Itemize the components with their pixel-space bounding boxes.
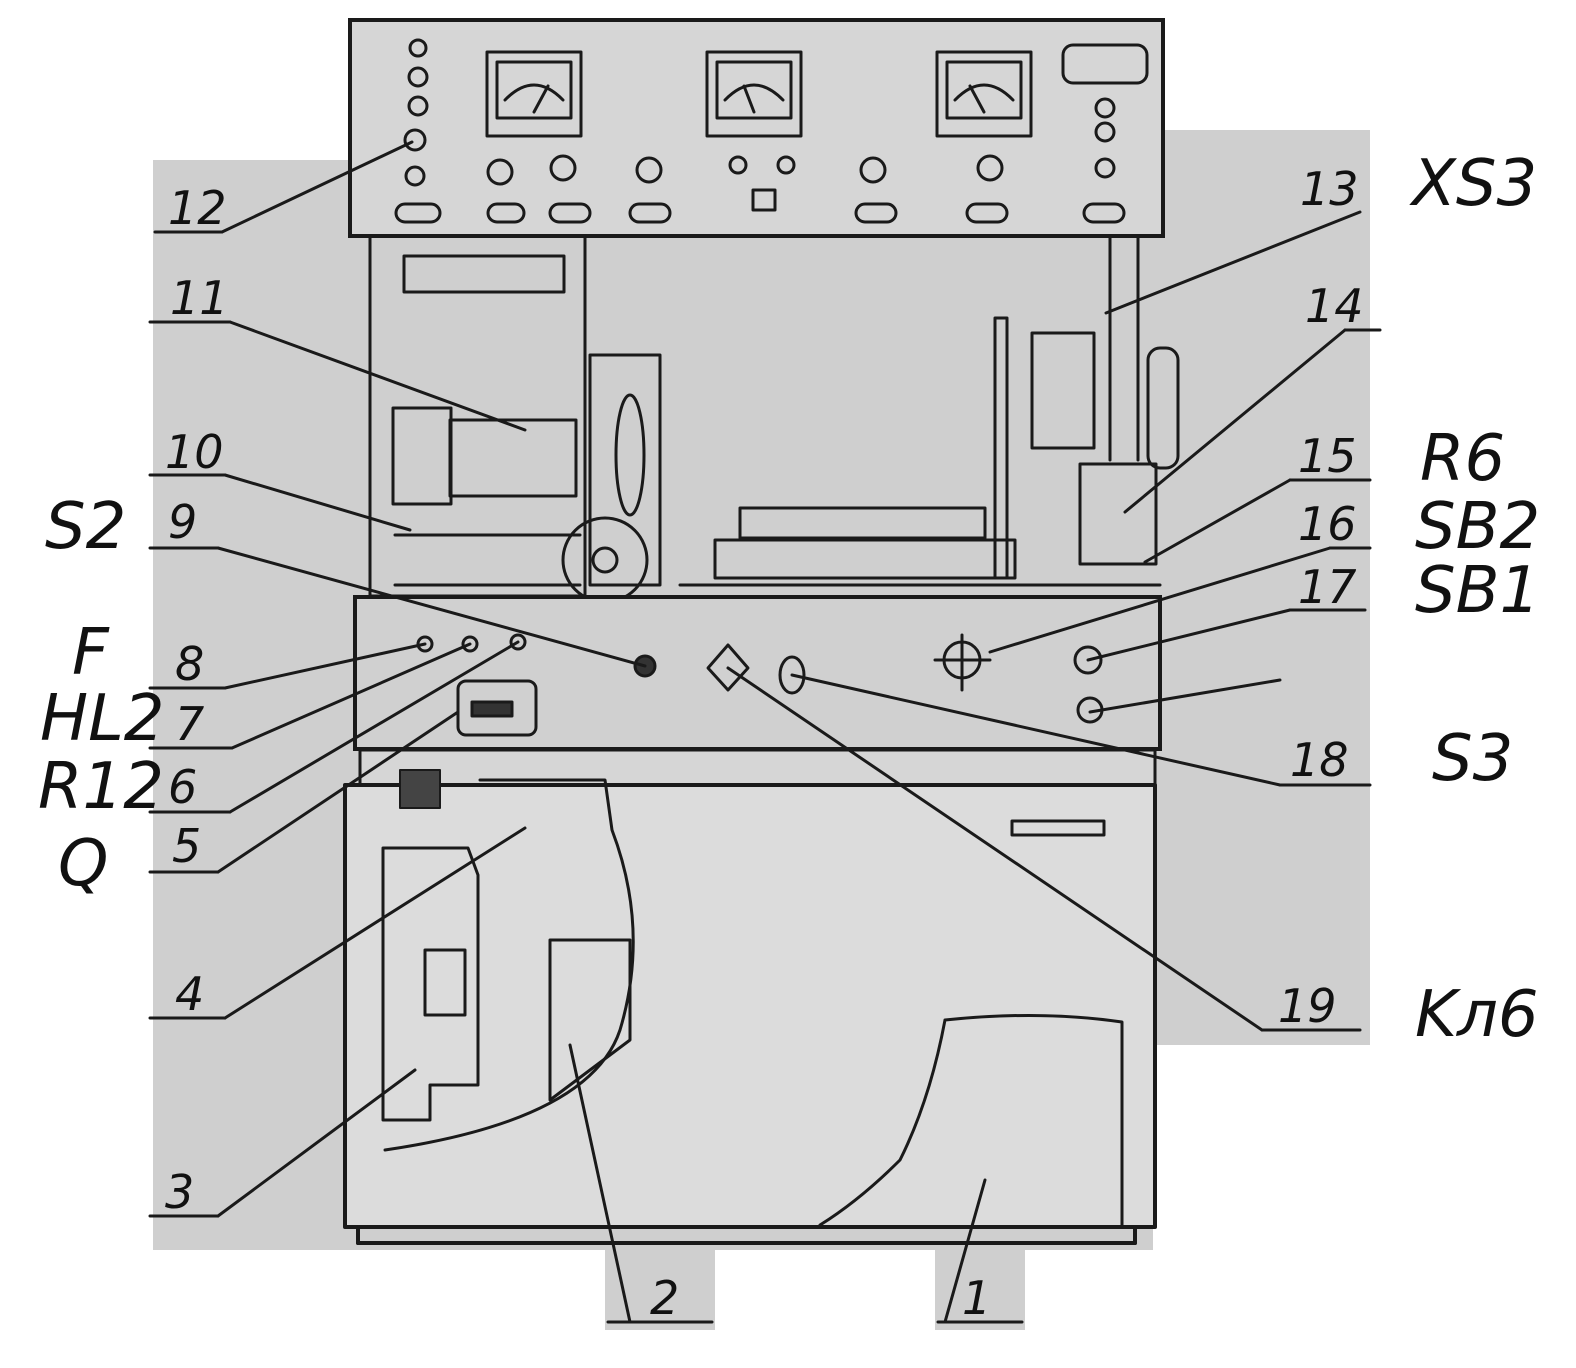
callout-1: 1: [962, 1271, 991, 1325]
designator-s3: S3: [1432, 722, 1513, 796]
callout-numbers: 12 11 10 9 8 7 6 5 4 3 2 1 13 14 15 16 1…: [165, 162, 1364, 1325]
callout-9: 9: [168, 495, 197, 549]
designator-sb2: SB2: [1415, 490, 1540, 564]
designator-s2: S2: [45, 490, 126, 564]
callout-15: 15: [1298, 429, 1357, 483]
designator-r12: R12: [38, 750, 164, 824]
callout-4: 4: [175, 967, 204, 1021]
callout-5: 5: [172, 819, 201, 873]
designator-xs3: XS3: [1409, 147, 1537, 221]
callout-7: 7: [175, 697, 204, 751]
designator-hl2: HL2: [40, 682, 165, 756]
callout-14: 14: [1305, 279, 1364, 333]
callout-13: 13: [1300, 162, 1359, 216]
leader-lines: [148, 140, 1382, 1324]
instrument-panel: [348, 18, 1165, 238]
callout-6: 6: [168, 760, 197, 814]
designator-sb1: SB1: [1415, 554, 1540, 628]
designator-r6: R6: [1420, 422, 1505, 496]
callout-12: 12: [168, 181, 227, 235]
callout-8: 8: [175, 637, 204, 691]
designator-kl6: Kл6: [1415, 978, 1539, 1052]
callout-17: 17: [1298, 560, 1357, 614]
callout-19: 19: [1278, 979, 1337, 1033]
callout-11: 11: [170, 271, 229, 325]
cabinet: [343, 769, 1157, 1245]
callout-16: 16: [1298, 497, 1357, 551]
control-strip: [353, 595, 1162, 787]
callout-10: 10: [165, 425, 224, 479]
designator-q: Q: [58, 827, 108, 901]
designator-f: F: [72, 616, 110, 690]
callout-18: 18: [1290, 733, 1349, 787]
callout-3: 3: [165, 1165, 194, 1219]
designator-labels: S2 F HL2 R12 Q XS3 R6 SB2 SB1 S3 Kл6: [38, 147, 1540, 1052]
callout-2: 2: [650, 1271, 679, 1325]
